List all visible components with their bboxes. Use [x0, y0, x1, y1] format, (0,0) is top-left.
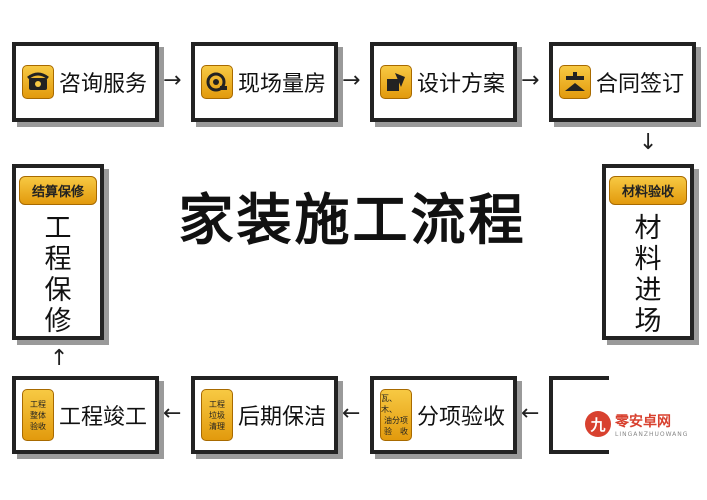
arrow-left: ←: [342, 401, 361, 426]
contract-signing-icon: [559, 65, 591, 99]
arrow-left: ←: [521, 401, 540, 426]
step-post-cleaning: 工程 垃圾 清理 后期保洁: [191, 376, 338, 454]
step-project-warranty: 结算保修 工程保修: [12, 164, 104, 340]
tape-measure-icon: [201, 65, 233, 99]
step-trade-inspection: 瓦、木、 油分项 验 收 分项验收: [370, 376, 517, 454]
arrow-right: →: [342, 68, 361, 93]
step-label: 现场量房: [238, 72, 327, 97]
step-site-measure: 现场量房: [191, 42, 338, 122]
step-design-plan: 设计方案: [370, 42, 517, 122]
step-label: 设计方案: [417, 72, 506, 97]
design-tools-icon: [380, 65, 412, 99]
trade-inspection-icon: 瓦、木、 油分项 验 收: [380, 389, 412, 441]
watermark-name: 零安卓网: [615, 413, 671, 430]
watermark-logo: 九 零安卓网 LINGANZHUOWANG: [585, 402, 693, 446]
settlement-warranty-badge: 结算保修: [19, 176, 97, 205]
step-label: 工程竣工: [59, 405, 148, 430]
step-label: 后期保洁: [238, 405, 327, 430]
watermark-mark-icon: 九: [585, 411, 611, 437]
watermark-subtitle: LINGANZHUOWANG: [615, 430, 689, 438]
arrow-up: ↑: [50, 346, 69, 371]
step-label: 材料进场: [634, 213, 662, 337]
step-consult-service: 咨询服务: [12, 42, 159, 122]
arrow-left: ←: [163, 401, 182, 426]
arrow-right: →: [521, 68, 540, 93]
step-project-completion: 工程 整体 验收 工程竣工: [12, 376, 159, 454]
step-material-entry: 材料验收 材料进场: [602, 164, 694, 340]
step-label: 合同签订: [596, 72, 685, 97]
arrow-right: →: [163, 68, 182, 93]
step-label: 咨询服务: [59, 72, 148, 97]
step-label: 分项验收: [417, 405, 506, 430]
telephone-icon: [22, 65, 54, 99]
overall-inspection-icon: 工程 整体 验收: [22, 389, 54, 441]
debris-cleanup-icon: 工程 垃圾 清理: [201, 389, 233, 441]
arrow-down: ↓: [639, 130, 658, 155]
diagram-title: 家装施工流程: [178, 188, 527, 252]
material-inspection-badge: 材料验收: [609, 176, 687, 205]
step-label: 工程保修: [44, 213, 72, 337]
step-contract-sign: 合同签订: [549, 42, 696, 122]
